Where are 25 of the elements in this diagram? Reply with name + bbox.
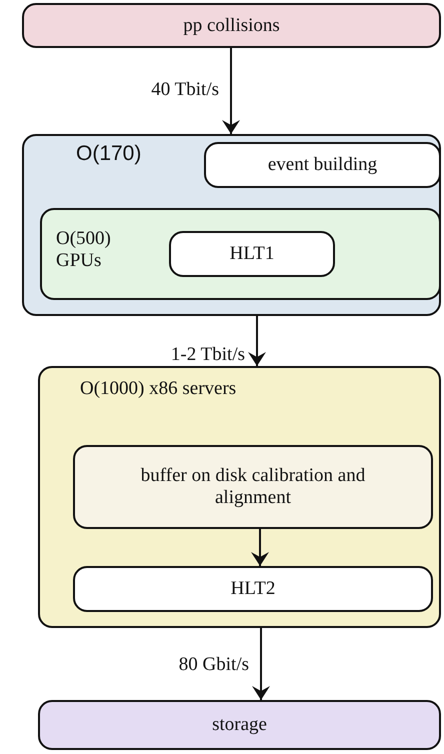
group-label: O(500) GPUs bbox=[56, 228, 112, 272]
node-label: buffer on disk calibration and alignment bbox=[140, 465, 366, 509]
node-label: storage bbox=[212, 714, 267, 736]
process-box bbox=[73, 445, 433, 529]
edge-label: 40 Tbit/s bbox=[151, 79, 219, 101]
process-box bbox=[169, 231, 335, 277]
server-container bbox=[38, 366, 441, 628]
arrow bbox=[251, 529, 269, 566]
node-label: pp collisions bbox=[183, 14, 280, 36]
farm-container bbox=[22, 134, 441, 316]
group-label: O(170) bbox=[76, 142, 142, 166]
group-label: O(1000) x86 servers bbox=[80, 378, 236, 400]
storage-box bbox=[38, 700, 441, 750]
arrow bbox=[248, 316, 266, 366]
node-label: event building bbox=[268, 154, 378, 176]
gpu-container bbox=[40, 208, 441, 300]
source-box bbox=[22, 3, 441, 48]
edge-label: 1-2 Tbit/s bbox=[170, 344, 245, 366]
edge-label: 80 Gbit/s bbox=[178, 654, 249, 676]
process-box bbox=[73, 566, 433, 612]
arrow bbox=[252, 628, 270, 700]
node-label: HLT1 bbox=[230, 243, 274, 265]
process-box bbox=[204, 142, 441, 188]
node-label: HLT2 bbox=[230, 578, 276, 600]
arrow bbox=[222, 48, 240, 134]
